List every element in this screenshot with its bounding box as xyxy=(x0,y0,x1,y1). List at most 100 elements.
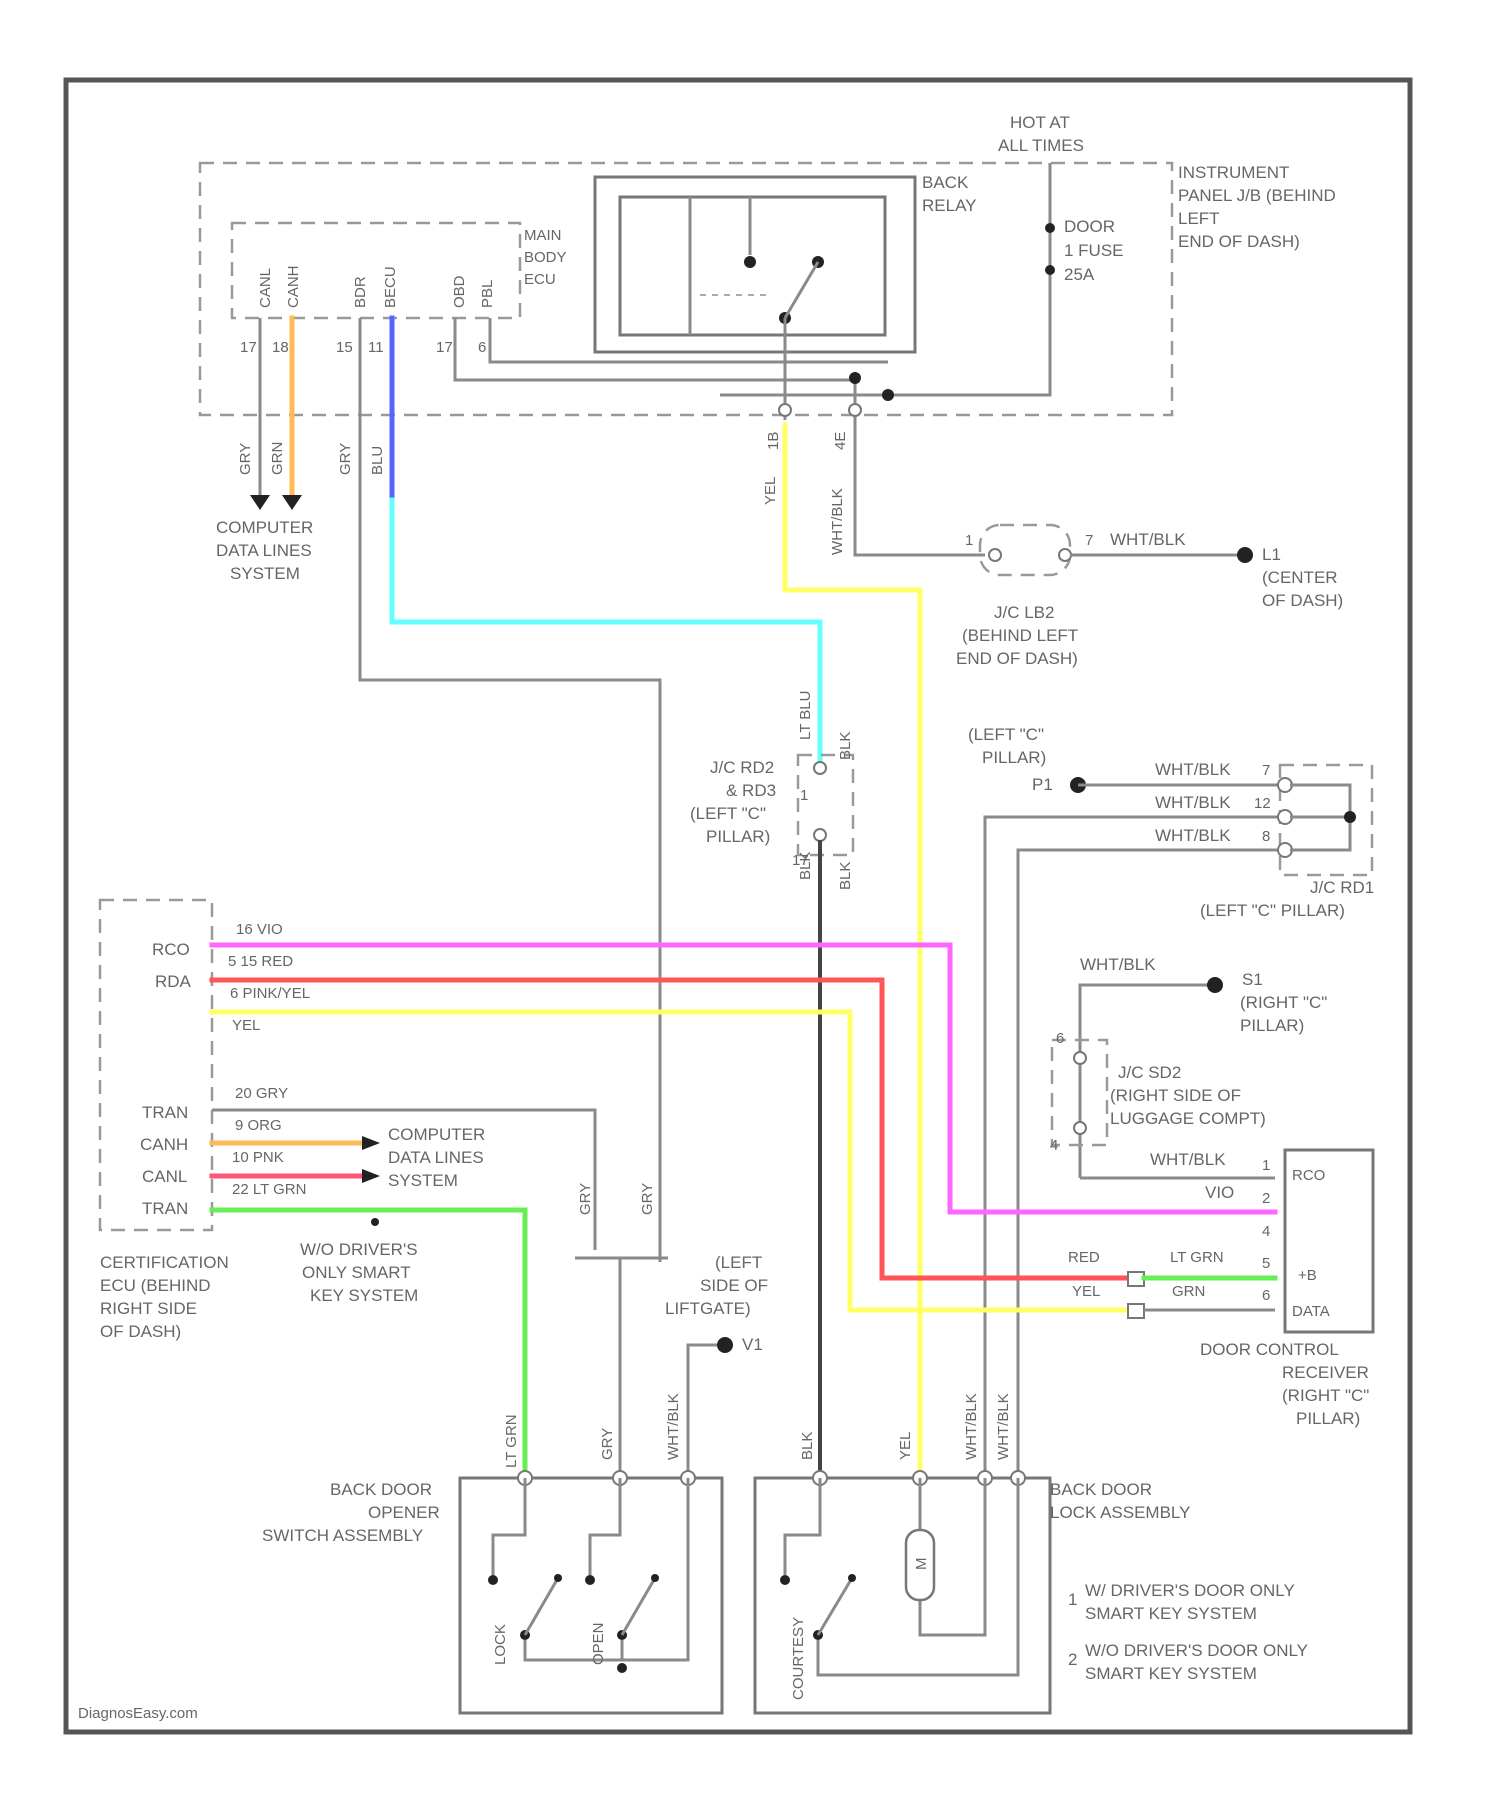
lock-line1: BACK DOOR xyxy=(1050,1480,1152,1499)
jc-rd2: LT BLU BLK BLK BLK 1 17 J/C RD2 & RD3 (L… xyxy=(690,691,854,890)
ground-s1-dot xyxy=(1207,977,1223,993)
arrow-canh xyxy=(282,495,302,510)
ground-v1-dot xyxy=(717,1337,733,1353)
receiver-line1: DOOR CONTROL xyxy=(1200,1340,1339,1359)
opener-switch-lock: LOCK xyxy=(492,1624,509,1665)
wo-driver-note: W/O DRIVER'S ONLY SMART KEY SYSTEM xyxy=(300,1240,418,1305)
wire-gry-splice xyxy=(575,1258,668,1478)
jc-rd1-pin-c xyxy=(1278,843,1292,857)
jc-sd2-line3: LUGGAGE COMPT) xyxy=(1110,1109,1266,1128)
lock-wire-blk: BLK xyxy=(799,1432,816,1460)
wire-label-gry-2: GRY xyxy=(337,443,354,475)
left-liftgate-line1: (LEFT xyxy=(715,1253,762,1272)
power-header-line2: ALL TIMES xyxy=(998,136,1084,155)
instrument-panel-jb-line4: END OF DASH) xyxy=(1178,232,1300,251)
instrument-panel-jb-line3: LEFT xyxy=(1178,209,1220,228)
ground-l1-line2: (CENTER xyxy=(1262,568,1338,587)
main-body-pin-bdr: BDR xyxy=(352,276,369,308)
jc-lb2-pin-b xyxy=(1059,549,1071,561)
power-header: HOT AT ALL TIMES xyxy=(998,113,1084,155)
lock-wire-whtblk-2: WHT/BLK xyxy=(995,1393,1012,1460)
wire-ltblu-cyan xyxy=(392,500,820,768)
lock-line2: LOCK ASSEMBLY xyxy=(1050,1503,1190,1522)
cert-pin-rda: RDA xyxy=(155,972,192,991)
wire-label-whtblk: WHT/BLK xyxy=(829,488,846,555)
splice-wire-gry-1: GRY xyxy=(577,1183,594,1215)
instrument-panel-jb-line2: PANEL J/B (BEHIND xyxy=(1178,186,1336,205)
opener-sw-dot-1 xyxy=(488,1575,498,1585)
main-body-pin-canh: CANH xyxy=(285,265,302,308)
instrument-panel-jb-line1: INSTRUMENT xyxy=(1178,163,1289,182)
jc-rd2-pin-1: 1 xyxy=(800,787,808,804)
jc-rd1-pin-b xyxy=(1278,810,1292,824)
ground-s1-line2: (RIGHT "C" xyxy=(1240,993,1327,1012)
jc-rd2-pin-17: 17 xyxy=(792,852,809,869)
wo-driver-line2: ONLY SMART xyxy=(302,1263,411,1282)
jc-rd1-wire-2: WHT/BLK xyxy=(1155,793,1231,812)
jc-lb2-pin-a xyxy=(989,549,1001,561)
cert-pin-tran-2: TRAN xyxy=(142,1199,188,1218)
main-body-ecu-line3: ECU xyxy=(524,271,556,288)
arrow-org xyxy=(362,1136,380,1150)
wo-driver-line3: KEY SYSTEM xyxy=(310,1286,418,1305)
wo-driver-pointer xyxy=(371,1218,379,1226)
wire-bdr-gray xyxy=(360,318,660,1262)
splice-wire-gry-2: GRY xyxy=(639,1183,656,1215)
main-body-pin-num-3: 15 xyxy=(336,339,353,356)
receiver-pin-data: DATA xyxy=(1292,1303,1330,1320)
ground-s1-line1: S1 xyxy=(1242,970,1263,989)
note-1-line2: SMART KEY SYSTEM xyxy=(1085,1604,1257,1623)
cert-pin-canl: CANL xyxy=(142,1167,187,1186)
jc-sd2-line2: (RIGHT SIDE OF xyxy=(1110,1086,1241,1105)
jc-rd2-line3: (LEFT "C" xyxy=(690,804,766,823)
cert-wire-label-pnk: 10 PNK xyxy=(232,1149,284,1166)
wire-label-blu: BLU xyxy=(369,446,386,475)
left-c-pillar-line2: PILLAR) xyxy=(982,748,1046,767)
note-2-line1: W/O DRIVER'S DOOR ONLY xyxy=(1085,1641,1308,1660)
main-body-pin-canl: CANL xyxy=(257,268,274,308)
cert-pin-tran-1: TRAN xyxy=(142,1103,188,1122)
note-1-num: 1 xyxy=(1068,1590,1077,1609)
note-2-line2: SMART KEY SYSTEM xyxy=(1085,1664,1257,1683)
receiver-connector-b xyxy=(1128,1304,1144,1318)
cert-ecu-line3: RIGHT SIDE xyxy=(100,1299,197,1318)
ground-l1-dot xyxy=(1237,547,1253,563)
instrument-panel-jb: INSTRUMENT PANEL J/B (BEHIND LEFT END OF… xyxy=(200,163,1336,415)
cert-wire-label-gry: 20 GRY xyxy=(235,1085,288,1102)
opener-sw-dot-7 xyxy=(617,1663,627,1673)
jc-rd1-wire-3: WHT/BLK xyxy=(1155,826,1231,845)
relay-pin-4e-dot xyxy=(849,404,861,416)
jc-sd2-pin-b xyxy=(1074,1122,1086,1134)
receiver-line4: PILLAR) xyxy=(1296,1409,1360,1428)
door-fuse-line1: DOOR xyxy=(1064,217,1115,236)
main-body-ecu: MAIN BODY ECU CANL CANH BDR BECU OBD PBL… xyxy=(232,223,567,356)
jc-rd2-line4: PILLAR) xyxy=(706,827,770,846)
jc-rd2-pin-b xyxy=(814,829,826,841)
fuse-dot-top xyxy=(1045,223,1055,233)
wire-label-gry-1: GRY xyxy=(237,443,254,475)
jc-rd1-line1: J/C RD1 xyxy=(1310,878,1374,897)
cert-pin-rco: RCO xyxy=(152,940,190,959)
wire-label-grn: GRN xyxy=(269,442,286,475)
opener-line3: SWITCH ASSEMBLY xyxy=(262,1526,423,1545)
receiver-pin-num-2: 2 xyxy=(1262,1190,1270,1207)
jc-rd1-line2: (LEFT "C" PILLAR) xyxy=(1200,901,1345,920)
watermark: DiagnosEasy.com xyxy=(78,1705,198,1722)
relay-pin-1b: 1B xyxy=(765,432,782,450)
jc-rd2-pin-a xyxy=(814,762,826,774)
junction-dot-2 xyxy=(849,372,861,384)
jc-sd2-pin-a xyxy=(1074,1052,1086,1064)
junction-dot-1 xyxy=(882,389,894,401)
opener-switch-open: OPEN xyxy=(590,1622,607,1665)
relay-pin-1b-dot xyxy=(779,404,791,416)
ground-l1: L1 (CENTER OF DASH) xyxy=(1262,545,1343,610)
fuse-dot-bottom xyxy=(1045,265,1055,275)
ground-l1-line3: OF DASH) xyxy=(1262,591,1343,610)
ground-l1-line1: L1 xyxy=(1262,545,1281,564)
cdl1-line3: SYSTEM xyxy=(230,564,300,583)
opener-line1: BACK DOOR xyxy=(330,1480,432,1499)
jc-rd2-line1: J/C RD2 xyxy=(710,758,774,777)
relay-pin-4e: 4E xyxy=(832,432,849,450)
note-1-line1: W/ DRIVER'S DOOR ONLY xyxy=(1085,1581,1295,1600)
